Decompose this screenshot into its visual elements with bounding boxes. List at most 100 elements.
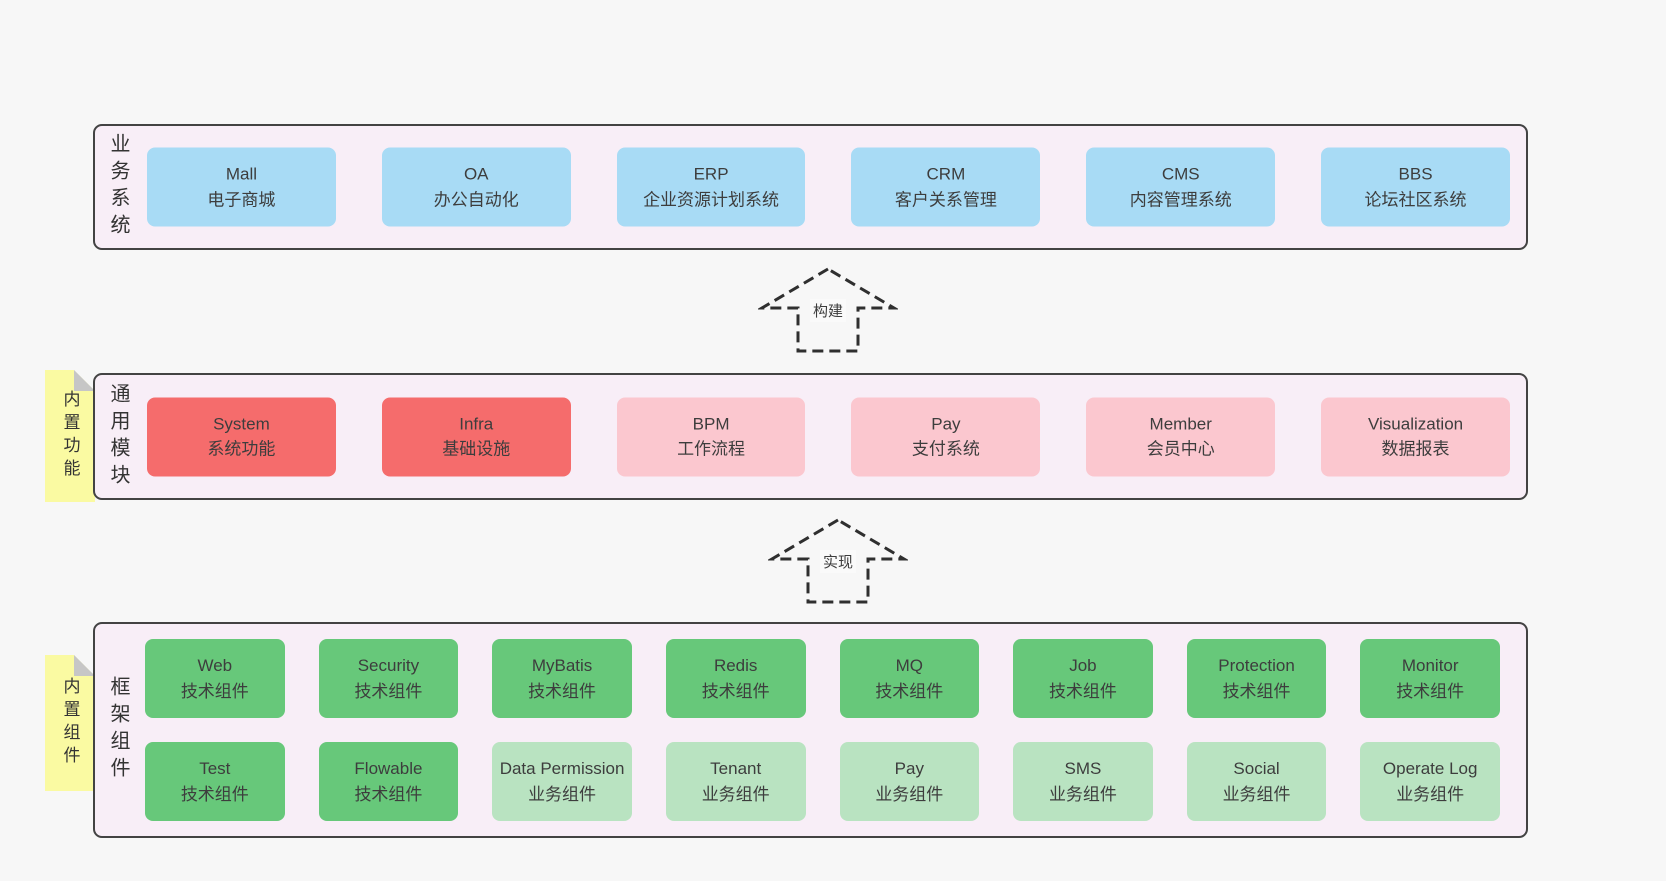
box-tenant-zh: 业务组件 — [701, 784, 770, 804]
box-tenant-en: Tenant — [710, 759, 762, 778]
box-cms: CMS 内容管理系统 — [1086, 147, 1276, 227]
box-mall-zh: 电子商城 — [207, 190, 276, 209]
business-systems-box-row: Mall 电子商城 OA 办公自动化 ERP 企业资源计划系统 CRM 客户关系… — [147, 147, 1510, 227]
box-pay-component-en: Pay — [894, 759, 924, 778]
box-redis: Redis 技术组件 — [665, 639, 806, 718]
box-web-en: Web — [197, 656, 233, 675]
box-tenant: Tenant 业务组件 — [665, 742, 806, 821]
box-job-en: Job — [1069, 656, 1097, 675]
layer-framework-components: 框架组件 Web 技术组件 Security 技术组件 MyBatis 技术组件… — [93, 622, 1528, 838]
box-mybatis-en: MyBatis — [531, 656, 593, 675]
box-monitor-en: Monitor — [1401, 656, 1459, 675]
box-infra-en: Infra — [459, 414, 494, 433]
box-flowable-en: Flowable — [354, 759, 423, 778]
arrow-implement-label: 实现 — [819, 550, 857, 573]
box-pay-component-zh: 业务组件 — [875, 784, 944, 804]
sticky-built-in-features-label: 内置功能 — [60, 390, 80, 482]
box-bpm-en: BPM — [692, 414, 730, 433]
box-mybatis: MyBatis 技术组件 — [492, 639, 632, 718]
framework-components-rows: Web 技术组件 Security 技术组件 MyBatis 技术组件 Redi… — [145, 639, 1500, 821]
box-operate-log-zh: 业务组件 — [1396, 784, 1465, 804]
box-protection: Protection 技术组件 — [1186, 639, 1327, 718]
box-crm: CRM 客户关系管理 — [851, 147, 1041, 227]
box-oa-zh: 办公自动化 — [433, 190, 519, 209]
box-monitor-zh: 技术组件 — [1396, 681, 1465, 701]
box-system: System 系统功能 — [147, 397, 336, 476]
sticky-fold-corner-icon — [74, 370, 95, 391]
layer-title-framework-components: 框架组件 — [107, 676, 129, 784]
box-bbs-zh: 论坛社区系统 — [1364, 190, 1467, 209]
layer-common-modules: 通用模块 System 系统功能 Infra 基础设施 BPM 工作流程 Pay… — [93, 373, 1528, 500]
box-pay-module: Pay 支付系统 — [851, 397, 1041, 476]
box-redis-en: Redis — [713, 656, 758, 675]
framework-components-row-1: Web 技术组件 Security 技术组件 MyBatis 技术组件 Redi… — [145, 639, 1500, 718]
layer-title-business-systems: 业务系统 — [107, 133, 129, 241]
box-sms: SMS 业务组件 — [1013, 742, 1153, 821]
box-social: Social 业务组件 — [1186, 742, 1327, 821]
box-oa-en: OA — [463, 164, 489, 184]
box-crm-en: CRM — [926, 164, 966, 184]
box-pay-module-en: Pay — [931, 414, 961, 433]
box-monitor: Monitor 技术组件 — [1360, 639, 1500, 718]
box-visualization-zh: 数据报表 — [1381, 439, 1450, 459]
box-sms-en: SMS — [1064, 759, 1102, 778]
box-cms-en: CMS — [1161, 164, 1200, 184]
box-protection-en: Protection — [1218, 656, 1295, 675]
box-security-zh: 技术组件 — [354, 681, 423, 701]
layer-business-systems: 业务系统 Mall 电子商城 OA 办公自动化 ERP 企业资源计划系统 CRM… — [93, 124, 1528, 250]
box-sms-zh: 业务组件 — [1048, 784, 1117, 804]
box-data-permission-en: Data Permission — [499, 759, 625, 778]
sticky-built-in-features: 内置功能 — [45, 370, 95, 502]
box-cms-zh: 内容管理系统 — [1129, 190, 1232, 209]
box-oa: OA 办公自动化 — [381, 147, 571, 227]
box-bbs-en: BBS — [1398, 164, 1433, 184]
common-modules-box-row: System 系统功能 Infra 基础设施 BPM 工作流程 Pay 支付系统… — [147, 397, 1510, 476]
box-erp-zh: 企业资源计划系统 — [643, 190, 780, 209]
box-infra-zh: 基础设施 — [442, 439, 511, 459]
box-crm-zh: 客户关系管理 — [894, 190, 997, 209]
box-operate-log-en: Operate Log — [1382, 759, 1478, 778]
framework-components-row-2: Test 技术组件 Flowable 技术组件 Data Permission … — [145, 742, 1500, 821]
box-test-en: Test — [199, 759, 231, 778]
box-social-zh: 业务组件 — [1222, 784, 1291, 804]
box-mq: MQ 技术组件 — [839, 639, 980, 718]
box-mq-zh: 技术组件 — [875, 681, 944, 701]
box-bpm: BPM 工作流程 — [616, 397, 806, 476]
box-erp: ERP 企业资源计划系统 — [616, 147, 806, 227]
box-test: Test 技术组件 — [145, 742, 285, 821]
box-redis-zh: 技术组件 — [701, 681, 770, 701]
box-security: Security 技术组件 — [318, 639, 459, 718]
box-mall: Mall 电子商城 — [147, 147, 336, 227]
box-protection-zh: 技术组件 — [1222, 681, 1291, 701]
box-visualization-en: Visualization — [1367, 414, 1464, 433]
box-data-permission: Data Permission 业务组件 — [492, 742, 632, 821]
box-mybatis-zh: 技术组件 — [528, 681, 597, 701]
arrow-implement: 实现 — [768, 517, 908, 605]
box-system-en: System — [213, 414, 270, 433]
layer-title-common-modules: 通用模块 — [107, 382, 129, 491]
box-pay-component: Pay 业务组件 — [839, 742, 980, 821]
box-member: Member 会员中心 — [1086, 397, 1276, 476]
box-flowable: Flowable 技术组件 — [318, 742, 459, 821]
box-member-en: Member — [1149, 414, 1212, 433]
sticky-built-in-components-label: 内置组件 — [60, 677, 80, 769]
box-infra: Infra 基础设施 — [381, 397, 571, 476]
box-mall-en: Mall — [225, 164, 257, 184]
box-operate-log: Operate Log 业务组件 — [1360, 742, 1500, 821]
sticky-built-in-components: 内置组件 — [45, 655, 95, 791]
box-mq-en: MQ — [895, 656, 923, 675]
box-erp-en: ERP — [693, 164, 729, 184]
box-bpm-zh: 工作流程 — [677, 439, 746, 459]
arrow-build: 构建 — [758, 266, 898, 354]
box-data-permission-zh: 业务组件 — [528, 784, 597, 804]
box-member-zh: 会员中心 — [1146, 439, 1215, 459]
sticky-fold-corner-icon — [74, 655, 95, 676]
box-system-zh: 系统功能 — [207, 439, 276, 459]
box-web: Web 技术组件 — [145, 639, 285, 718]
box-bbs: BBS 论坛社区系统 — [1321, 147, 1510, 227]
box-visualization: Visualization 数据报表 — [1321, 397, 1510, 476]
box-web-zh: 技术组件 — [180, 681, 249, 701]
box-job-zh: 技术组件 — [1048, 681, 1117, 701]
box-test-zh: 技术组件 — [180, 784, 249, 804]
box-security-en: Security — [357, 656, 420, 675]
